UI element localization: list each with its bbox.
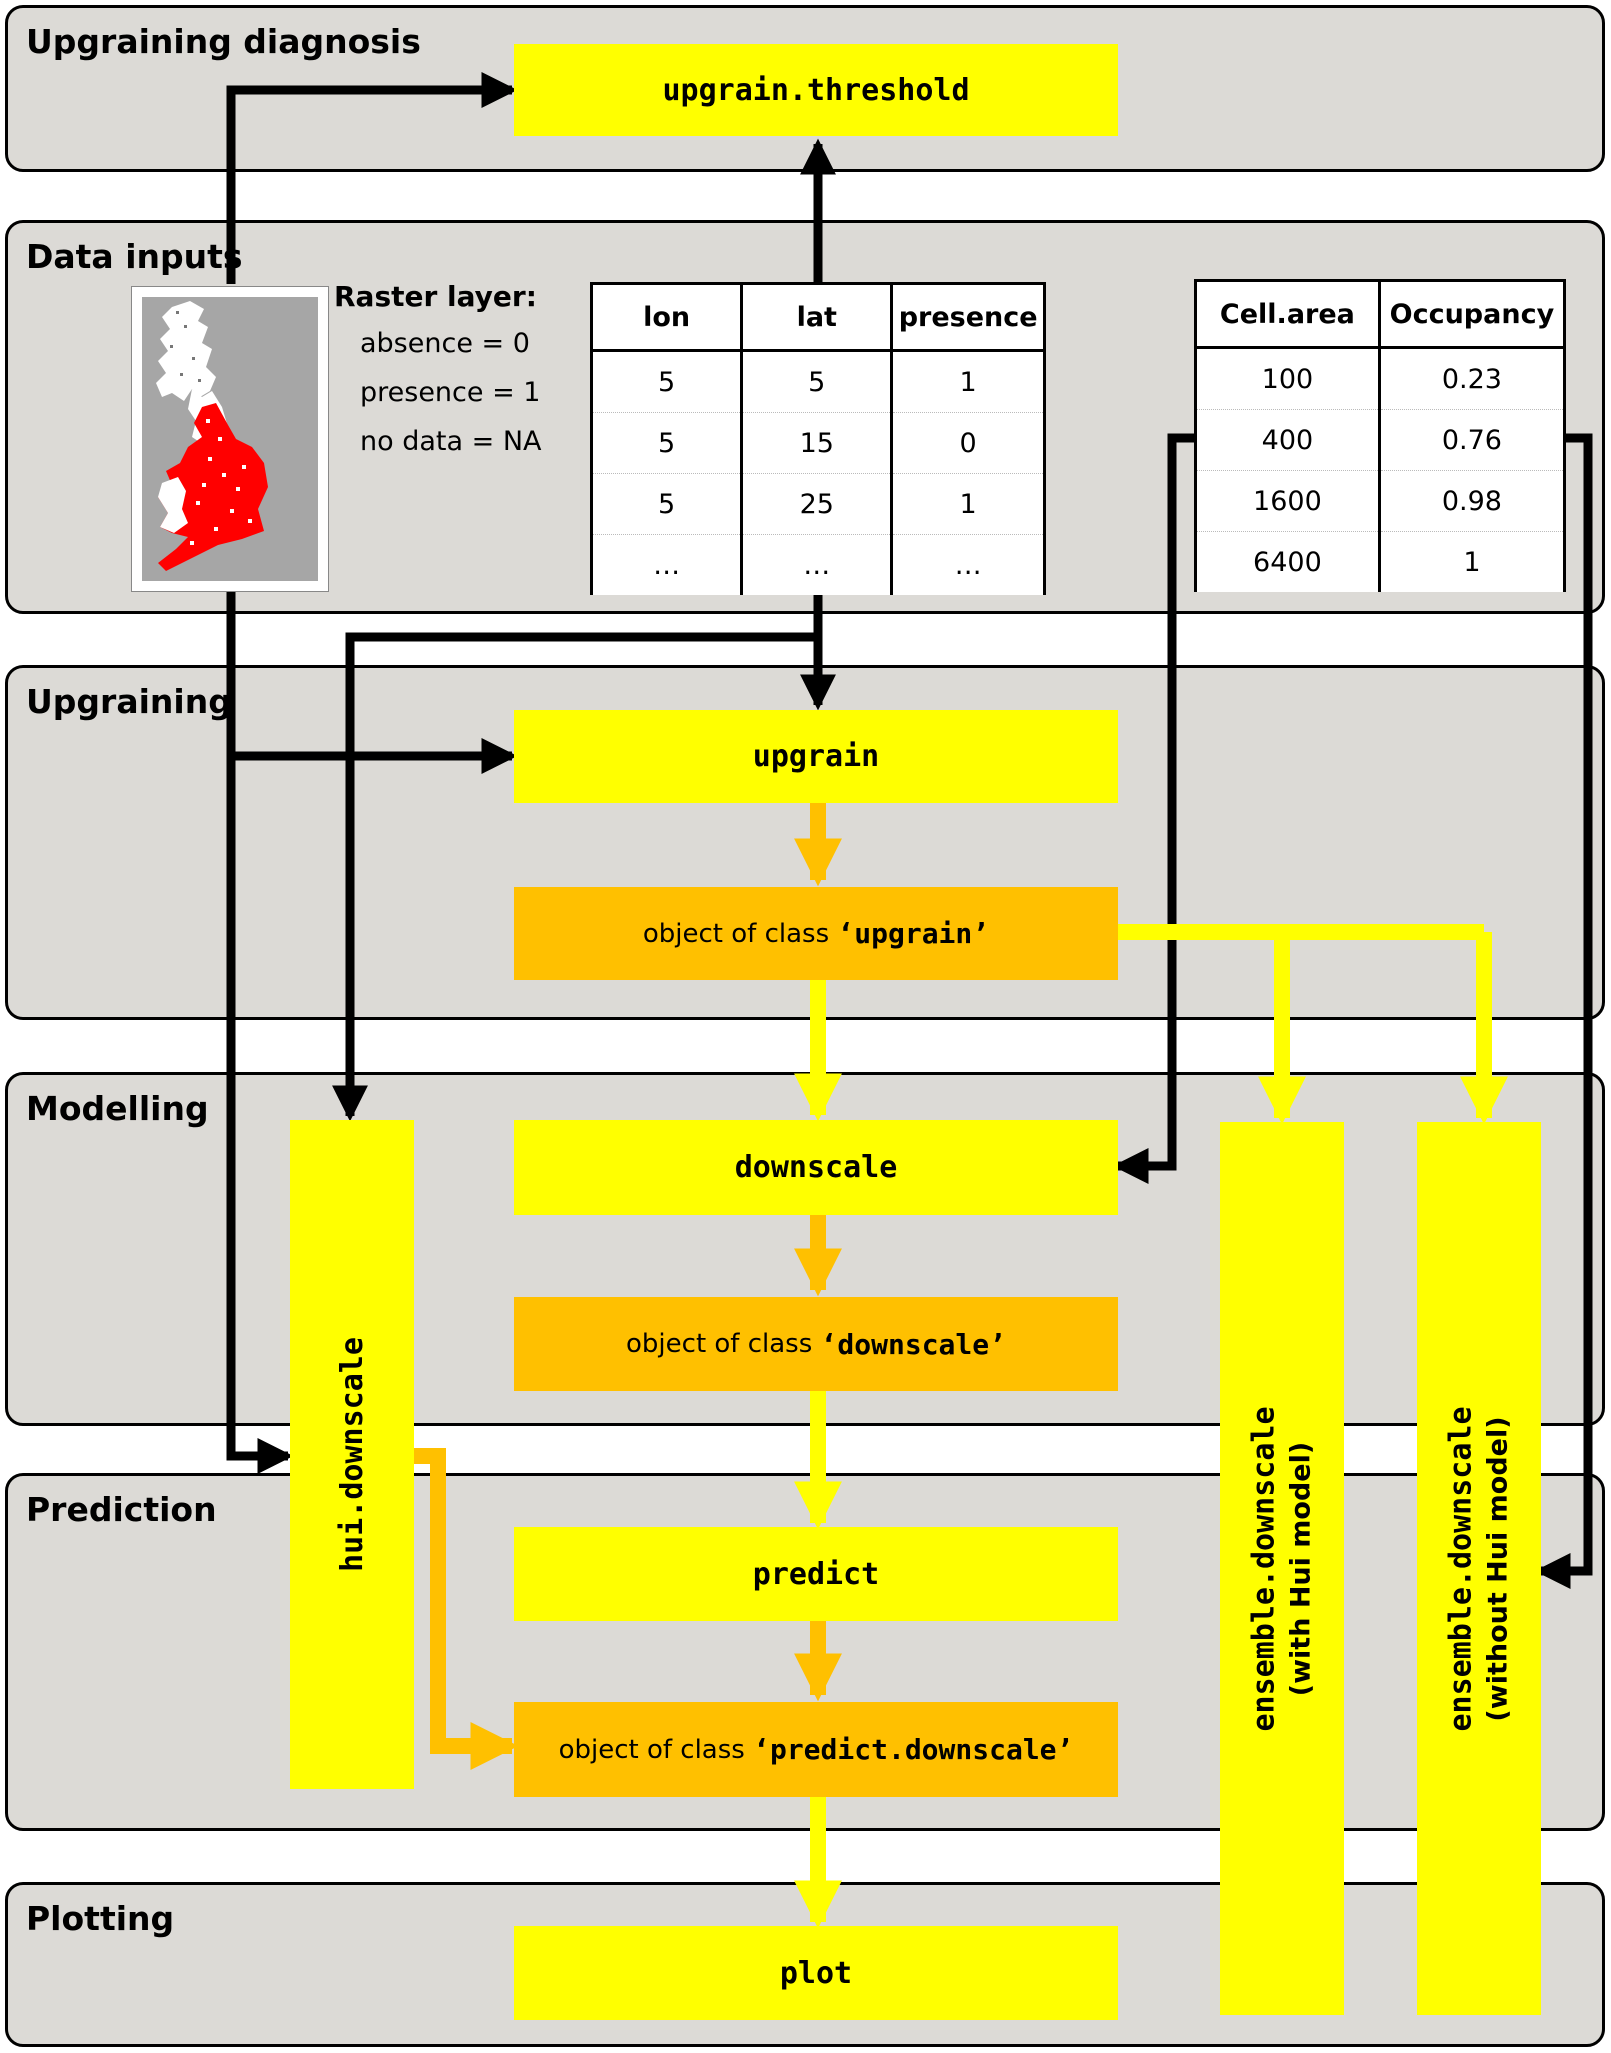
vertical-label: ensemble.downscale (with Hui model) [1247,1406,1317,1731]
function-label: upgrain [752,739,880,774]
object-prefix: object of class [642,918,838,949]
function-label: upgrain.threshold [662,72,970,108]
table-row: 100 0.23 [1194,347,1567,410]
table-cell: 1 [1377,531,1567,592]
panel-title: Data inputs [26,237,243,276]
column-header: Occupancy [1377,279,1567,349]
table-cell: 1600 [1194,470,1380,532]
object-class: ‘downscale’ [820,1327,1006,1361]
column-header: lat [740,282,892,352]
panel-title: Prediction [26,1490,217,1529]
britain-map-image [142,297,318,581]
table-cell: 0 [890,412,1046,474]
table-header-row: lon lat presence [589,282,1046,352]
table-row: … … … [589,534,1046,595]
table-cell: … [890,534,1046,595]
object-class: ‘predict.downscale’ [753,1733,1074,1766]
table-row: 6400 1 [1194,531,1567,592]
object-upgrain-box: object of class ‘upgrain’ [514,887,1118,980]
panel-title: Plotting [26,1899,175,1938]
table-cell: 15 [740,412,892,474]
table-cell: 5 [740,350,892,413]
object-predict-box: object of class ‘predict.downscale’ [514,1702,1118,1797]
plot-box: plot [514,1926,1118,2020]
vertical-label: ensemble.downscale (without Hui model) [1444,1406,1514,1731]
vertical-label: hui.downscale [335,1337,370,1572]
column-header: lon [589,282,742,352]
ensemble-without-hui-box: ensemble.downscale (without Hui model) [1417,1122,1541,2015]
table-row: 5 25 1 [589,473,1046,535]
downscale-box: downscale [514,1120,1118,1215]
table-cell: 0.98 [1377,470,1567,532]
table-cell: 100 [1194,347,1380,410]
raster-heading: Raster layer: [334,280,537,313]
table-cell: 25 [740,473,892,535]
function-note: (without Hui model) [1483,1415,1515,1722]
function-label: predict [752,1556,880,1592]
function-label: downscale [734,1150,898,1185]
object-class: ‘upgrain’ [837,917,990,950]
points-table: lon lat presence 5 5 1 5 15 0 5 25 1 … …… [589,282,1046,595]
panel-title: Upgraining [26,682,232,721]
upgrain-box: upgrain [514,710,1118,803]
table-cell: 1 [890,350,1046,413]
raster-line: absence = 0 [360,328,530,359]
raster-legend: Raster layer: absence = 0 presence = 1 n… [334,280,542,466]
table-cell: … [740,534,892,595]
column-header: Cell.area [1194,279,1380,349]
function-label: ensemble.downscale [1444,1405,1480,1732]
table-cell: … [589,534,742,595]
function-note: (with Hui model) [1286,1441,1318,1696]
table-cell: 5 [589,473,742,535]
function-label: plot [779,1955,853,1991]
table-cell: 400 [1194,409,1380,471]
ensemble-with-hui-box: ensemble.downscale (with Hui model) [1220,1122,1344,2015]
object-downscale-box: object of class ‘downscale’ [514,1297,1118,1391]
table-cell: 0.76 [1377,409,1567,471]
panel-title: Upgraining diagnosis [26,22,421,61]
table-cell: 5 [589,412,742,474]
raster-line: no data = NA [360,426,542,457]
function-label: ensemble.downscale [1247,1405,1283,1732]
occupancy-table: Cell.area Occupancy 100 0.23 400 0.76 16… [1194,279,1567,592]
hui-downscale-box: hui.downscale [290,1120,414,1789]
table-header-row: Cell.area Occupancy [1194,279,1567,349]
table-cell: 5 [589,350,742,413]
predict-box: predict [514,1527,1118,1621]
object-prefix: object of class [626,1329,821,1359]
table-row: 400 0.76 [1194,409,1567,471]
function-label: hui.downscale [334,1337,370,1572]
panel-title: Modelling [26,1089,209,1128]
raster-map [131,286,329,592]
table-row: 1600 0.98 [1194,470,1567,532]
table-cell: 1 [890,473,1046,535]
upgrain-threshold-box: upgrain.threshold [514,44,1118,136]
object-prefix: object of class [558,1734,754,1765]
column-header: presence [890,282,1046,352]
table-row: 5 5 1 [589,350,1046,413]
table-cell: 0.23 [1377,347,1567,410]
raster-line: presence = 1 [360,377,541,408]
table-cell: 6400 [1194,531,1380,592]
table-row: 5 15 0 [589,412,1046,474]
